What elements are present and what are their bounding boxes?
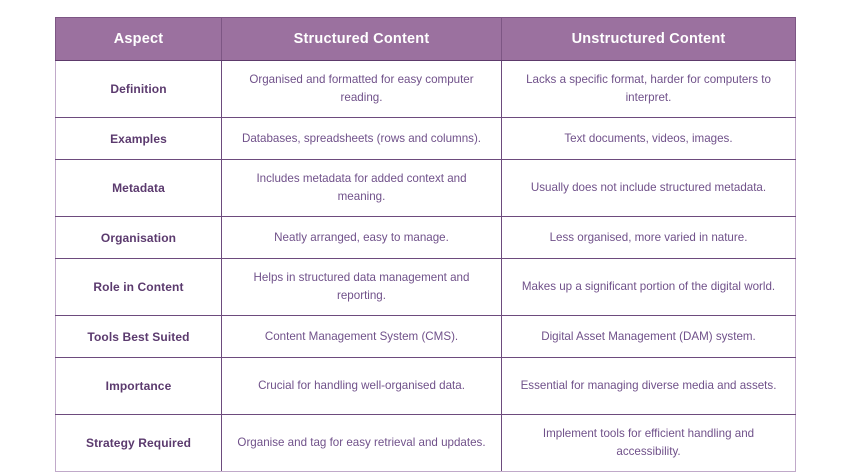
cell-unstructured: Digital Asset Management (DAM) system. xyxy=(501,315,796,358)
cell-structured: Organised and formatted for easy compute… xyxy=(221,60,502,118)
cell-unstructured: Lacks a specific format, harder for comp… xyxy=(501,60,796,118)
cell-structured: Crucial for handling well-organised data… xyxy=(221,357,502,415)
cell-structured: Helps in structured data management and … xyxy=(221,258,502,316)
cell-structured: Organise and tag for easy retrieval and … xyxy=(221,414,502,472)
cell-aspect: Organisation xyxy=(55,216,222,259)
page-root: Aspect Structured Content Unstructured C… xyxy=(55,17,796,472)
column-header-unstructured-content: Unstructured Content xyxy=(501,17,796,61)
cell-structured: Includes metadata for added context and … xyxy=(221,159,502,217)
table-row: Organisation Neatly arranged, easy to ma… xyxy=(55,216,796,259)
header-row: Aspect Structured Content Unstructured C… xyxy=(55,17,796,61)
table-row: Importance Crucial for handling well-org… xyxy=(55,357,796,415)
cell-aspect: Role in Content xyxy=(55,258,222,316)
cell-structured: Content Management System (CMS). xyxy=(221,315,502,358)
table-row: Examples Databases, spreadsheets (rows a… xyxy=(55,117,796,160)
cell-structured: Databases, spreadsheets (rows and column… xyxy=(221,117,502,160)
comparison-table-container: Aspect Structured Content Unstructured C… xyxy=(55,17,796,472)
cell-unstructured: Text documents, videos, images. xyxy=(501,117,796,160)
table-row: Role in Content Helps in structured data… xyxy=(55,258,796,316)
cell-aspect: Tools Best Suited xyxy=(55,315,222,358)
cell-unstructured: Implement tools for efficient handling a… xyxy=(501,414,796,472)
cell-aspect: Definition xyxy=(55,60,222,118)
cell-unstructured: Less organised, more varied in nature. xyxy=(501,216,796,259)
table-row: Strategy Required Organise and tag for e… xyxy=(55,414,796,472)
table-row: Definition Organised and formatted for e… xyxy=(55,60,796,118)
cell-aspect: Metadata xyxy=(55,159,222,217)
table-row: Tools Best Suited Content Management Sys… xyxy=(55,315,796,358)
column-header-aspect: Aspect xyxy=(55,17,222,61)
column-header-structured-content: Structured Content xyxy=(221,17,502,61)
cell-aspect: Strategy Required xyxy=(55,414,222,472)
table-body: Definition Organised and formatted for e… xyxy=(55,60,796,472)
table-header: Aspect Structured Content Unstructured C… xyxy=(55,17,796,61)
cell-aspect: Importance xyxy=(55,357,222,415)
comparison-table: Aspect Structured Content Unstructured C… xyxy=(55,17,796,472)
table-row: Metadata Includes metadata for added con… xyxy=(55,159,796,217)
cell-structured: Neatly arranged, easy to manage. xyxy=(221,216,502,259)
cell-unstructured: Essential for managing diverse media and… xyxy=(501,357,796,415)
cell-aspect: Examples xyxy=(55,117,222,160)
cell-unstructured: Makes up a significant portion of the di… xyxy=(501,258,796,316)
cell-unstructured: Usually does not include structured meta… xyxy=(501,159,796,217)
